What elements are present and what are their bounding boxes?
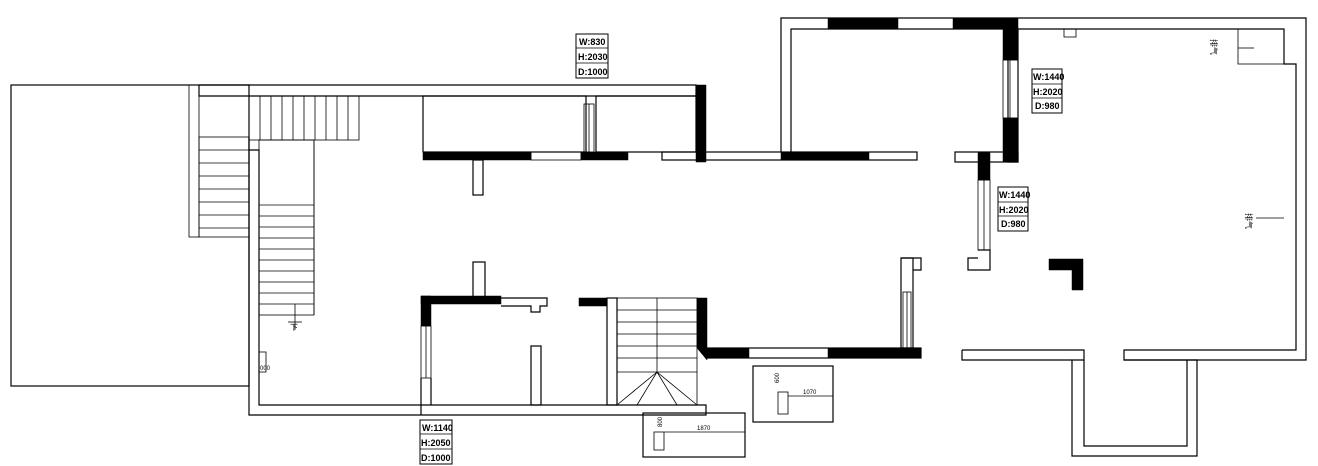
dim-box-a-item bbox=[777, 391, 789, 415]
mid-right-sill bbox=[967, 249, 991, 271]
dim-box-a-h: 1070 bbox=[803, 390, 817, 396]
wall-appliance bbox=[258, 351, 267, 373]
upper-right-pier bbox=[1002, 28, 1019, 61]
upper-right-wall-b bbox=[952, 17, 1019, 30]
riser-top-right-label: 排气 bbox=[1209, 39, 1219, 55]
lower-stair-side bbox=[606, 297, 618, 406]
window-tag-bottom: W:1140 H:2050 D:1000 bbox=[419, 419, 453, 465]
west-wall bbox=[248, 137, 707, 416]
window-tag-right-middle: W:1440 H:2020 D:980 bbox=[997, 186, 1030, 232]
lower-corridor-solid-b bbox=[827, 347, 922, 359]
lower-room-divider bbox=[530, 345, 542, 406]
lower-stair-wall bbox=[578, 297, 608, 307]
upper-room bbox=[422, 95, 587, 153]
riser-right-label: 排气 bbox=[1244, 213, 1254, 229]
lower-room-top bbox=[420, 295, 502, 305]
svg-text:D:1000: D:1000 bbox=[421, 453, 451, 463]
svg-text:H:2020: H:2020 bbox=[1033, 87, 1063, 97]
upper-right-room bbox=[780, 17, 1307, 361]
window-tag-top: W:830 H:2030 D:1000 bbox=[575, 33, 609, 79]
vent-notch bbox=[1063, 28, 1077, 38]
column-1 bbox=[472, 159, 484, 196]
l-column bbox=[1048, 258, 1084, 291]
svg-text:W:1440: W:1440 bbox=[999, 190, 1030, 200]
upper-room-right bbox=[595, 95, 697, 153]
upper-right-wall-a bbox=[827, 17, 899, 30]
lower-stair bbox=[616, 297, 698, 406]
dim-box-b bbox=[642, 412, 746, 458]
window-tag-right-upper: W:1440 H:2020 D:980 bbox=[1031, 68, 1064, 114]
dim-box-b-h: 1870 bbox=[697, 426, 711, 432]
upper-room-window bbox=[530, 151, 582, 161]
column-2 bbox=[472, 261, 486, 299]
lower-room-ledge bbox=[501, 297, 548, 313]
upper-room-wall-b bbox=[580, 151, 629, 161]
appliance-mark: 000 bbox=[260, 366, 271, 372]
svg-text:H:2020: H:2020 bbox=[999, 205, 1029, 215]
corridor-top-wall-solid bbox=[780, 151, 870, 161]
dim-box-a bbox=[752, 365, 834, 423]
svg-text:H:2030: H:2030 bbox=[578, 52, 608, 62]
dim-box-b-item bbox=[653, 431, 665, 451]
lower-corridor-solid-a bbox=[705, 347, 750, 359]
top-window-wall bbox=[695, 84, 707, 163]
lower-room-pier bbox=[420, 295, 432, 327]
left-stair bbox=[198, 136, 250, 238]
outer-wall-left bbox=[198, 84, 697, 97]
svg-text:W:830: W:830 bbox=[579, 37, 605, 47]
svg-text:W:1440: W:1440 bbox=[1033, 72, 1064, 82]
svg-text:W:1140: W:1140 bbox=[422, 423, 453, 433]
middle-stair bbox=[258, 139, 315, 330]
mid-right-pier bbox=[977, 151, 991, 181]
upper-stair bbox=[248, 95, 360, 141]
left-annex-inner bbox=[188, 84, 200, 238]
upper-right-pier-b bbox=[1002, 117, 1019, 163]
upper-room-wall bbox=[422, 151, 532, 161]
left-annex bbox=[10, 84, 250, 387]
svg-text:D:980: D:980 bbox=[1001, 219, 1026, 229]
riser-top-right bbox=[1237, 28, 1285, 65]
stair-down-label: 下 bbox=[290, 323, 298, 332]
upper-right-window bbox=[1002, 59, 1019, 119]
svg-text:H:2050: H:2050 bbox=[421, 438, 451, 448]
dim-box-b-v: 800 bbox=[658, 416, 664, 427]
svg-text:D:1000: D:1000 bbox=[578, 67, 608, 77]
lower-stair-pier bbox=[696, 297, 708, 361]
bottom-bay bbox=[962, 349, 1198, 457]
dim-box-a-v: 600 bbox=[775, 372, 781, 383]
svg-text:D:980: D:980 bbox=[1035, 101, 1060, 111]
bottom-bay-inner bbox=[961, 350, 1072, 361]
